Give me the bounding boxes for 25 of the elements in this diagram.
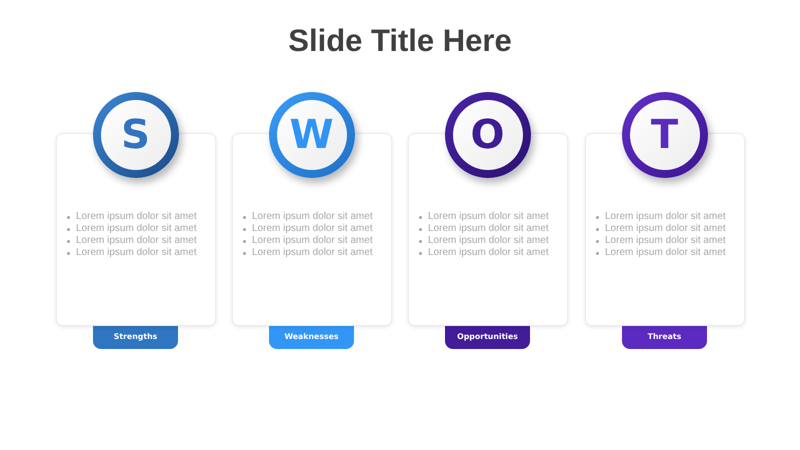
bullet-item: Lorem ipsum dolor sit amet	[595, 235, 726, 247]
bullet-item: Lorem ipsum dolor sit amet	[595, 247, 726, 259]
bullet-item: Lorem ipsum dolor sit amet	[418, 211, 549, 223]
bullet-item: Lorem ipsum dolor sit amet	[242, 247, 373, 259]
bullet-item: Lorem ipsum dolor sit amet	[418, 247, 549, 259]
label-tab	[269, 324, 354, 349]
bullet-item: Lorem ipsum dolor sit amet	[242, 211, 373, 223]
bullet-item: Lorem ipsum dolor sit amet	[418, 235, 549, 247]
label-tab	[93, 324, 178, 349]
bullet-item: Lorem ipsum dolor sit amet	[595, 223, 726, 235]
bullet-item: Lorem ipsum dolor sit amet	[66, 211, 197, 223]
circle-letter: O	[470, 112, 504, 158]
circle-letter: T	[650, 112, 678, 158]
bullet-item: Lorem ipsum dolor sit amet	[66, 235, 197, 247]
bullet-item: Lorem ipsum dolor sit amet	[66, 247, 197, 259]
label-tab	[445, 324, 530, 349]
bullet-item: Lorem ipsum dolor sit amet	[242, 223, 373, 235]
circle-letter: S	[121, 112, 150, 158]
bullet-item: Lorem ipsum dolor sit amet	[418, 223, 549, 235]
circle-letter: W	[289, 112, 334, 158]
bullet-item: Lorem ipsum dolor sit amet	[66, 223, 197, 235]
bullet-item: Lorem ipsum dolor sit amet	[595, 211, 726, 223]
bullet-item: Lorem ipsum dolor sit amet	[242, 235, 373, 247]
label-tab	[622, 324, 707, 349]
slide-title: Slide Title Here	[288, 22, 512, 60]
